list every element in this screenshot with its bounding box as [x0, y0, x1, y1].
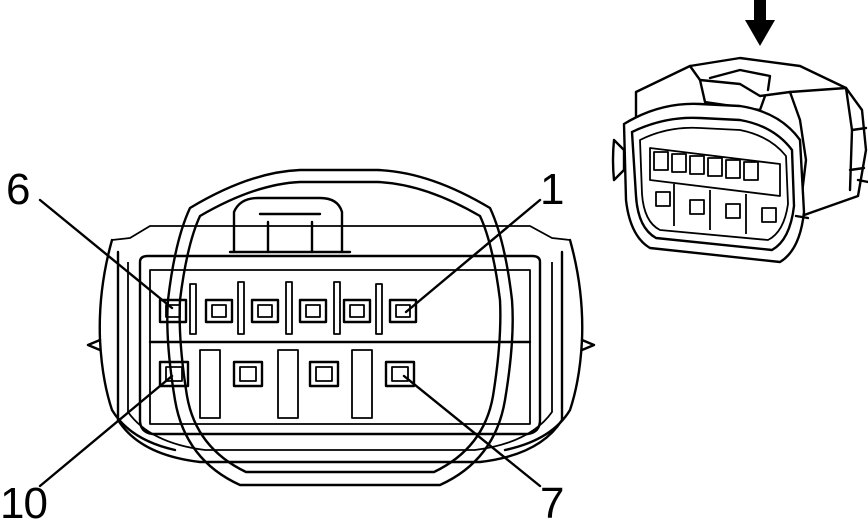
view-direction-arrow-icon: [745, 0, 775, 46]
notch-right: [580, 338, 596, 352]
upper-separator-4: [333, 281, 341, 335]
terminal-7: [384, 360, 416, 388]
upper-separator-5: [375, 283, 383, 335]
lower-separator-1: [199, 349, 221, 419]
connector-front-face: [622, 102, 806, 264]
leader-1: [404, 198, 542, 314]
latch-inner: [258, 212, 322, 254]
pin-label-10: 10: [0, 479, 48, 528]
pin-label-1: 1: [540, 165, 565, 214]
leader-10: [38, 374, 174, 488]
upper-separator-3: [285, 281, 293, 335]
cavity-inner: [149, 269, 531, 425]
housing-outer-right: [503, 238, 584, 452]
terminal-9: [232, 360, 264, 388]
terminal-6: [158, 298, 188, 324]
terminal-8: [308, 360, 340, 388]
housing-outer-left: [98, 238, 177, 452]
pin-label-7: 7: [540, 479, 565, 528]
terminal-10: [158, 360, 190, 388]
lower-separator-2: [277, 349, 299, 419]
leader-7: [402, 374, 542, 488]
upper-separator-2: [237, 281, 245, 335]
terminal-3: [298, 298, 328, 324]
latch: [232, 196, 344, 254]
pin-label-6: 6: [6, 165, 31, 214]
housing-ring-2: [111, 225, 571, 241]
housing-ring-3: [116, 250, 564, 464]
notch-left: [86, 338, 102, 352]
terminal-1: [388, 298, 418, 324]
leader-6: [38, 198, 174, 310]
terminal-4: [250, 298, 280, 324]
upper-separator-1: [189, 283, 197, 335]
housing-ring-1: [178, 180, 502, 474]
cavity-outer: [138, 254, 542, 436]
lower-separator-3: [351, 349, 373, 419]
terminal-5: [204, 298, 234, 324]
housing-outer: [166, 168, 514, 487]
terminal-2: [342, 298, 372, 324]
